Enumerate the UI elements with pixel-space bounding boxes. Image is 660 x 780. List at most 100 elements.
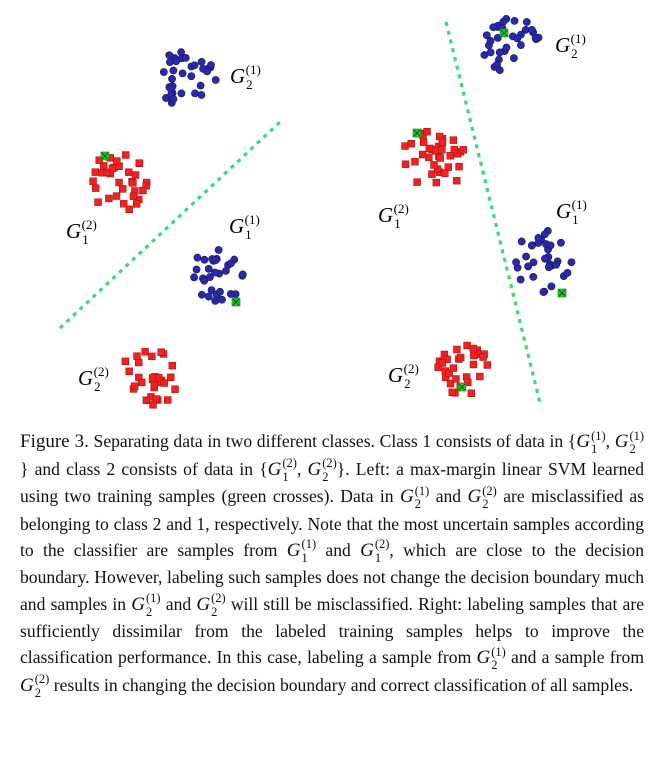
- class2-sample: [444, 163, 453, 171]
- class2-sample: [453, 176, 461, 185]
- class1-sample: [218, 295, 226, 304]
- class1-sample: [169, 66, 178, 75]
- class2-sample: [108, 164, 117, 173]
- class1-sample: [238, 270, 247, 279]
- label-g1-2-left: G1(2): [66, 217, 97, 247]
- class2-sample: [438, 146, 446, 154]
- label-g1-1-left: G1(1): [229, 212, 260, 242]
- class1-sample: [190, 61, 199, 70]
- label-g1-2-right: G1(2): [378, 201, 409, 231]
- class2-sample: [438, 359, 446, 367]
- class2-sample: [434, 363, 442, 371]
- training-cross-icon: [101, 152, 109, 160]
- class1-sample: [207, 61, 215, 69]
- class2-sample: [130, 382, 139, 390]
- caption-text: ,: [605, 431, 615, 451]
- class1-sample: [557, 238, 565, 247]
- class2-sample: [467, 389, 476, 397]
- class2-sample: [135, 358, 143, 367]
- class2-sample: [129, 179, 137, 187]
- class2-sample: [476, 372, 484, 381]
- class2-sample: [92, 184, 100, 192]
- label-g2-2-left: G2(2): [78, 364, 109, 394]
- symbol-g2-1: G(1)2: [614, 428, 645, 456]
- class1-sample: [165, 51, 174, 60]
- cluster-g2-1-left: [159, 48, 220, 107]
- class2-sample: [441, 169, 449, 177]
- class2-sample: [449, 136, 458, 144]
- class2-sample: [122, 151, 130, 159]
- class2-sample: [121, 357, 130, 366]
- class1-sample: [495, 66, 504, 75]
- class1-sample: [204, 292, 213, 301]
- class2-sample: [407, 140, 415, 148]
- class1-sample: [516, 275, 525, 284]
- class2-sample: [115, 178, 123, 187]
- class2-sample: [89, 177, 97, 185]
- class2-sample: [448, 388, 456, 396]
- class1-sample: [493, 33, 502, 42]
- class1-sample: [169, 95, 178, 103]
- class1-sample: [563, 269, 572, 277]
- caption-text: and a sample from: [505, 647, 644, 668]
- class1-sample: [196, 81, 205, 90]
- class1-sample: [541, 254, 549, 263]
- left-panel: G2(1) G1(2) G1(1) G2(2): [58, 48, 282, 409]
- class2-sample: [149, 401, 157, 409]
- class1-sample: [539, 288, 548, 296]
- class2-sample: [142, 396, 151, 404]
- class2-sample: [428, 170, 436, 178]
- caption-text: , which are close to the decision bounda…: [20, 539, 645, 614]
- class2-sample: [470, 351, 478, 360]
- class1-sample: [529, 258, 538, 267]
- symbol-g2-2: G(2)2: [196, 591, 226, 619]
- decision-boundary-right: [444, 21, 542, 404]
- class2-sample: [139, 186, 147, 195]
- class2-sample: [430, 161, 438, 169]
- label-g2-1-left: G2(1): [230, 62, 261, 92]
- class2-sample: [479, 353, 487, 361]
- class2-sample: [141, 348, 149, 356]
- class1-sample: [166, 58, 174, 66]
- class2-sample: [469, 344, 477, 353]
- class2-sample: [125, 367, 133, 375]
- symbol-g1-2: G(2)1: [267, 456, 297, 484]
- class1-sample: [211, 268, 219, 277]
- class2-sample: [464, 378, 472, 387]
- caption-text: and: [160, 593, 197, 614]
- class2-sample: [105, 194, 113, 203]
- class2-sample: [94, 198, 102, 206]
- class2-sample: [401, 142, 409, 150]
- class1-sample: [517, 237, 526, 246]
- class1-sample: [552, 260, 561, 269]
- class1-sample: [527, 26, 536, 34]
- symbol-g2-2: G(2)2: [467, 483, 497, 511]
- caption-text: }. Left: a max-margin linear SVM learned…: [20, 458, 644, 507]
- class1-sample: [527, 241, 536, 250]
- class1-sample: [204, 264, 213, 273]
- cluster-g1-1-left: [190, 246, 247, 307]
- class1-sample: [191, 89, 199, 98]
- class1-sample: [489, 23, 498, 32]
- caption-text: and: [316, 539, 361, 560]
- class1-sample: [534, 233, 543, 242]
- symbol-g2-2: G(2)2: [307, 456, 337, 484]
- class2-sample: [438, 138, 447, 147]
- class2-sample: [436, 154, 444, 162]
- class2-sample: [135, 159, 144, 167]
- caption-text: Separating data in two different classes…: [88, 431, 577, 451]
- class2-sample: [483, 361, 492, 369]
- caption-text: are misclassified as belonging to class …: [20, 486, 644, 560]
- label-g2-2-right: G2(2): [388, 361, 419, 391]
- class1-sample: [181, 54, 190, 62]
- symbol-g2-2: G(2)2: [20, 672, 50, 700]
- class1-sample: [502, 43, 511, 52]
- right-panel: G2(1) G1(2) G1(1) G2(2): [378, 14, 587, 404]
- cluster-g2-1-right: [480, 14, 543, 75]
- class1-sample: [199, 64, 207, 73]
- class1-sample: [214, 246, 223, 254]
- class2-sample: [125, 168, 133, 176]
- class1-sample: [177, 48, 186, 57]
- class1-sample: [544, 263, 553, 272]
- class2-sample: [457, 353, 465, 362]
